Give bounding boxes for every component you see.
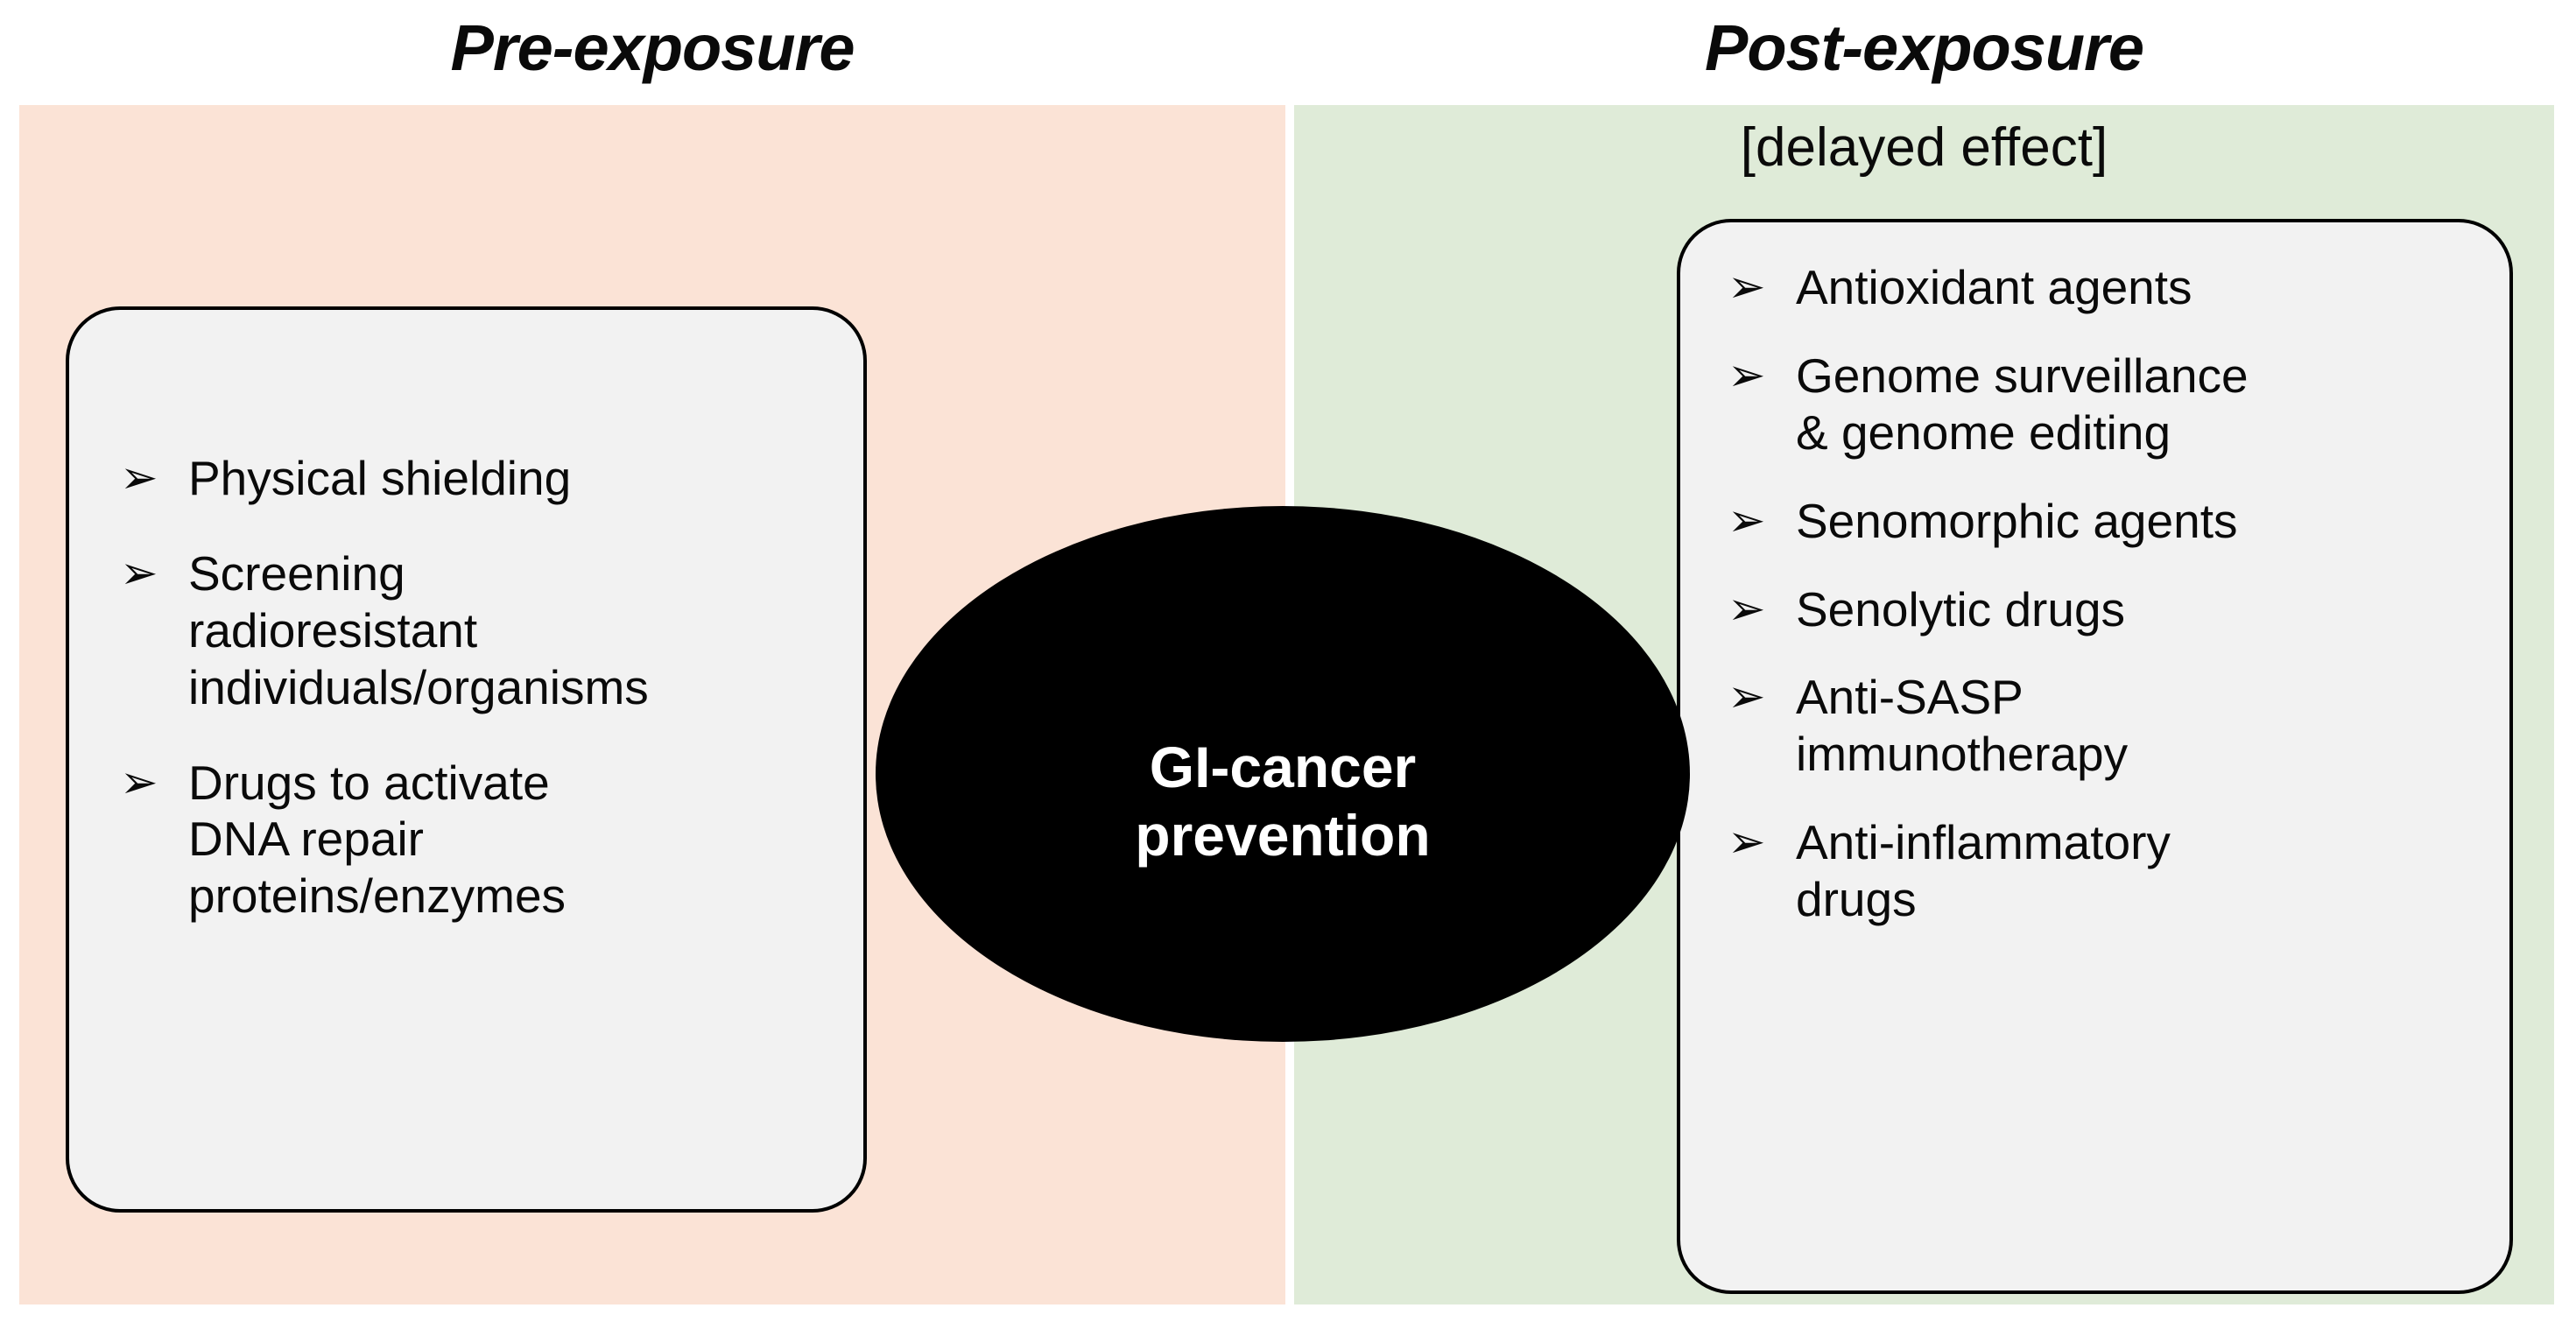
arrow-bullet-icon: ➢: [120, 453, 158, 503]
list-item-label: Anti-SASP immunotherapy: [1796, 670, 2129, 782]
arrow-bullet-icon: ➢: [1728, 262, 1766, 313]
post-exposure-box: ➢ Antioxidant agents ➢ Genome surveillan…: [1677, 219, 2513, 1294]
arrow-bullet-icon: ➢: [1728, 817, 1766, 868]
list-item-label: Antioxidant agents: [1796, 260, 2192, 314]
list-item: ➢ Anti-inflammatory drugs: [1728, 814, 2487, 928]
list-item: ➢ Senolytic drugs: [1728, 581, 2487, 638]
pre-exposure-box: ➢ Physical shielding ➢ Screening radiore…: [66, 306, 867, 1213]
pre-exposure-header: Pre-exposure: [450, 11, 855, 84]
arrow-bullet-icon: ➢: [1728, 349, 1766, 401]
arrow-bullet-icon: ➢: [120, 547, 158, 599]
list-item: ➢ Antioxidant agents: [1728, 259, 2487, 316]
delayed-effect-caption: [delayed effect]: [1740, 117, 2108, 178]
list-item-label: Senolytic drugs: [1796, 581, 2126, 636]
list-item-label: Screening radioresistant individuals/org…: [188, 545, 649, 714]
list-item: ➢ Screening radioresistant individuals/o…: [120, 545, 841, 716]
list-item-label: Drugs to activate DNA repair proteins/en…: [188, 755, 567, 924]
list-item: ➢ Physical shielding: [120, 450, 841, 507]
arrow-bullet-icon: ➢: [1728, 583, 1766, 635]
list-item-label: Genome surveillance & genome editing: [1796, 348, 2249, 460]
list-item-label: Senomorphic agents: [1796, 493, 2238, 548]
arrow-bullet-icon: ➢: [1728, 495, 1766, 546]
list-item-label: Physical shielding: [188, 451, 572, 505]
list-item-label: Anti-inflammatory drugs: [1796, 815, 2171, 927]
list-item: ➢ Senomorphic agents: [1728, 493, 2487, 550]
arrow-bullet-icon: ➢: [1728, 672, 1766, 723]
center-ellipse: GI-cancer prevention: [876, 506, 1690, 1042]
arrow-bullet-icon: ➢: [120, 756, 158, 808]
list-item: ➢ Drugs to activate DNA repair proteins/…: [120, 755, 841, 925]
post-exposure-list: ➢ Antioxidant agents ➢ Genome surveillan…: [1680, 259, 2509, 960]
list-item: ➢ Genome surveillance & genome editing: [1728, 348, 2487, 461]
pre-exposure-list: ➢ Physical shielding ➢ Screening radiore…: [69, 450, 863, 963]
center-ellipse-label: GI-cancer prevention: [1135, 735, 1431, 868]
list-item: ➢ Anti-SASP immunotherapy: [1728, 669, 2487, 783]
post-exposure-header: Post-exposure: [1704, 11, 2144, 84]
